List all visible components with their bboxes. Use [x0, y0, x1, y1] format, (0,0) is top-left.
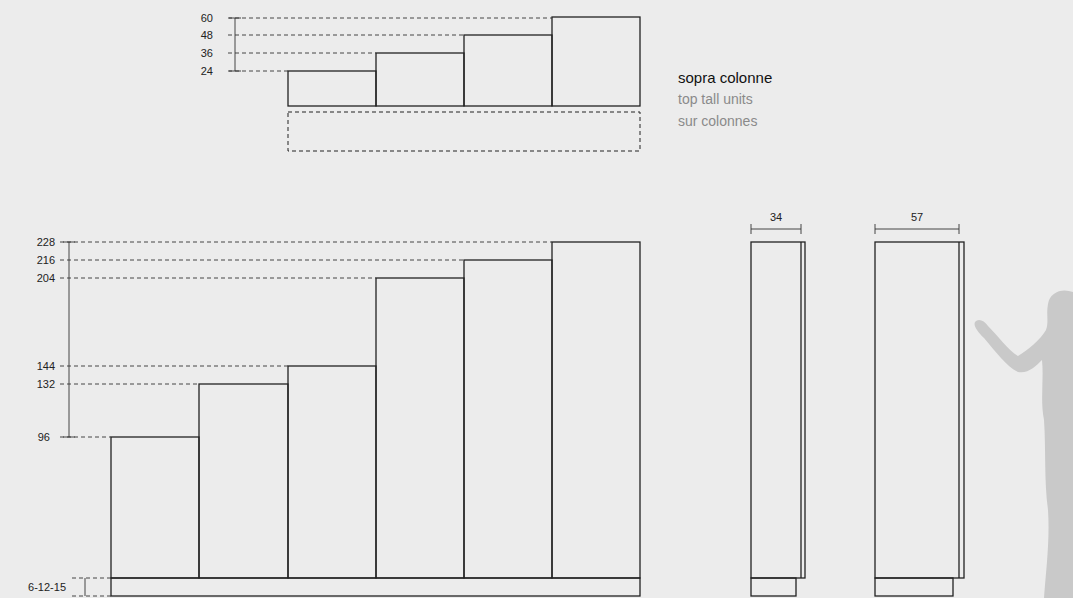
dimension: 96	[38, 432, 50, 443]
dimension: 36	[201, 48, 213, 59]
subtitle: sur colonnes	[678, 114, 757, 128]
dimension: 48	[201, 30, 213, 41]
dimension: 216	[37, 255, 55, 266]
dimension: 24	[201, 66, 213, 77]
dimension: 6-12-15	[28, 582, 66, 593]
dimension: 144	[37, 361, 55, 372]
dimension: 60	[201, 13, 213, 24]
dimension: 132	[37, 379, 55, 390]
subtitle: top tall units	[678, 92, 753, 106]
title: sopra colonne	[678, 70, 772, 85]
dimension: 57	[911, 212, 923, 223]
dimension: 204	[37, 273, 55, 284]
dimension: 228	[37, 237, 55, 248]
dimension: 34	[770, 212, 782, 223]
